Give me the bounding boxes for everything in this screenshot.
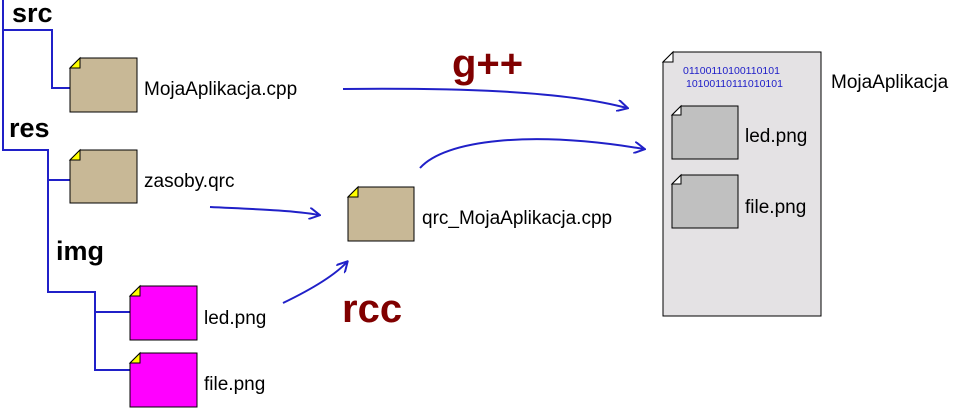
corner-fold [128,284,141,297]
arrow-qrc-to-generated [209,206,319,215]
embedded-label-led-png: led.png [745,126,807,147]
file-label-zasoby-qrc: zasoby.qrc [144,171,234,192]
corner-fold [346,185,359,198]
tool-label-rcc: rcc [342,287,402,331]
file-label-led-png: led.png [204,308,266,329]
file-label-file-png: file.png [204,374,265,395]
build-arrows [209,87,644,304]
corner-fold [68,148,81,161]
file-led-png: led.png [128,284,266,341]
file-qrc-moja-aplikacja-cpp: qrc_MojaAplikacja.cpp [346,185,612,242]
embedded-file-icon [671,174,739,229]
tool-label-gpp: g++ [452,42,523,86]
arrow-generated-to-executable [419,138,644,169]
directory-tree-lines [2,0,130,371]
corner-fold [670,104,682,116]
embedded-label-file-png: file.png [745,197,806,218]
embedded-file-icon [671,105,739,160]
corner-fold [670,173,682,185]
arrow-led-to-generated [282,262,347,304]
folder-label-res: res [9,113,50,143]
binary-line-1: 01100110100110101 [683,65,780,77]
file-zasoby-qrc: zasoby.qrc [68,148,234,204]
corner-fold [68,56,81,69]
executable-label: MojaAplikacja [831,72,949,93]
corner-fold [128,351,141,364]
tree-line-root [2,0,130,371]
executable: 01100110100110101 10100110111010101 led.… [661,50,822,317]
tree-line-src [3,29,70,89]
file-label-qrc-moja-aplikacja-cpp: qrc_MojaAplikacja.cpp [422,208,612,229]
folder-label-src: src [12,0,53,28]
file-moja-aplikacja-cpp: MojaAplikacja.cpp [68,56,297,113]
executable-corner-fold [661,50,674,63]
file-label-moja-aplikacja-cpp: MojaAplikacja.cpp [144,79,297,100]
tree-line-img-led [94,292,130,313]
binary-line-2: 10100110111010101 [686,78,783,90]
file-file-png: file.png [128,351,265,408]
arrow-cpp-to-executable [342,87,627,108]
folder-label-img: img [56,236,104,266]
